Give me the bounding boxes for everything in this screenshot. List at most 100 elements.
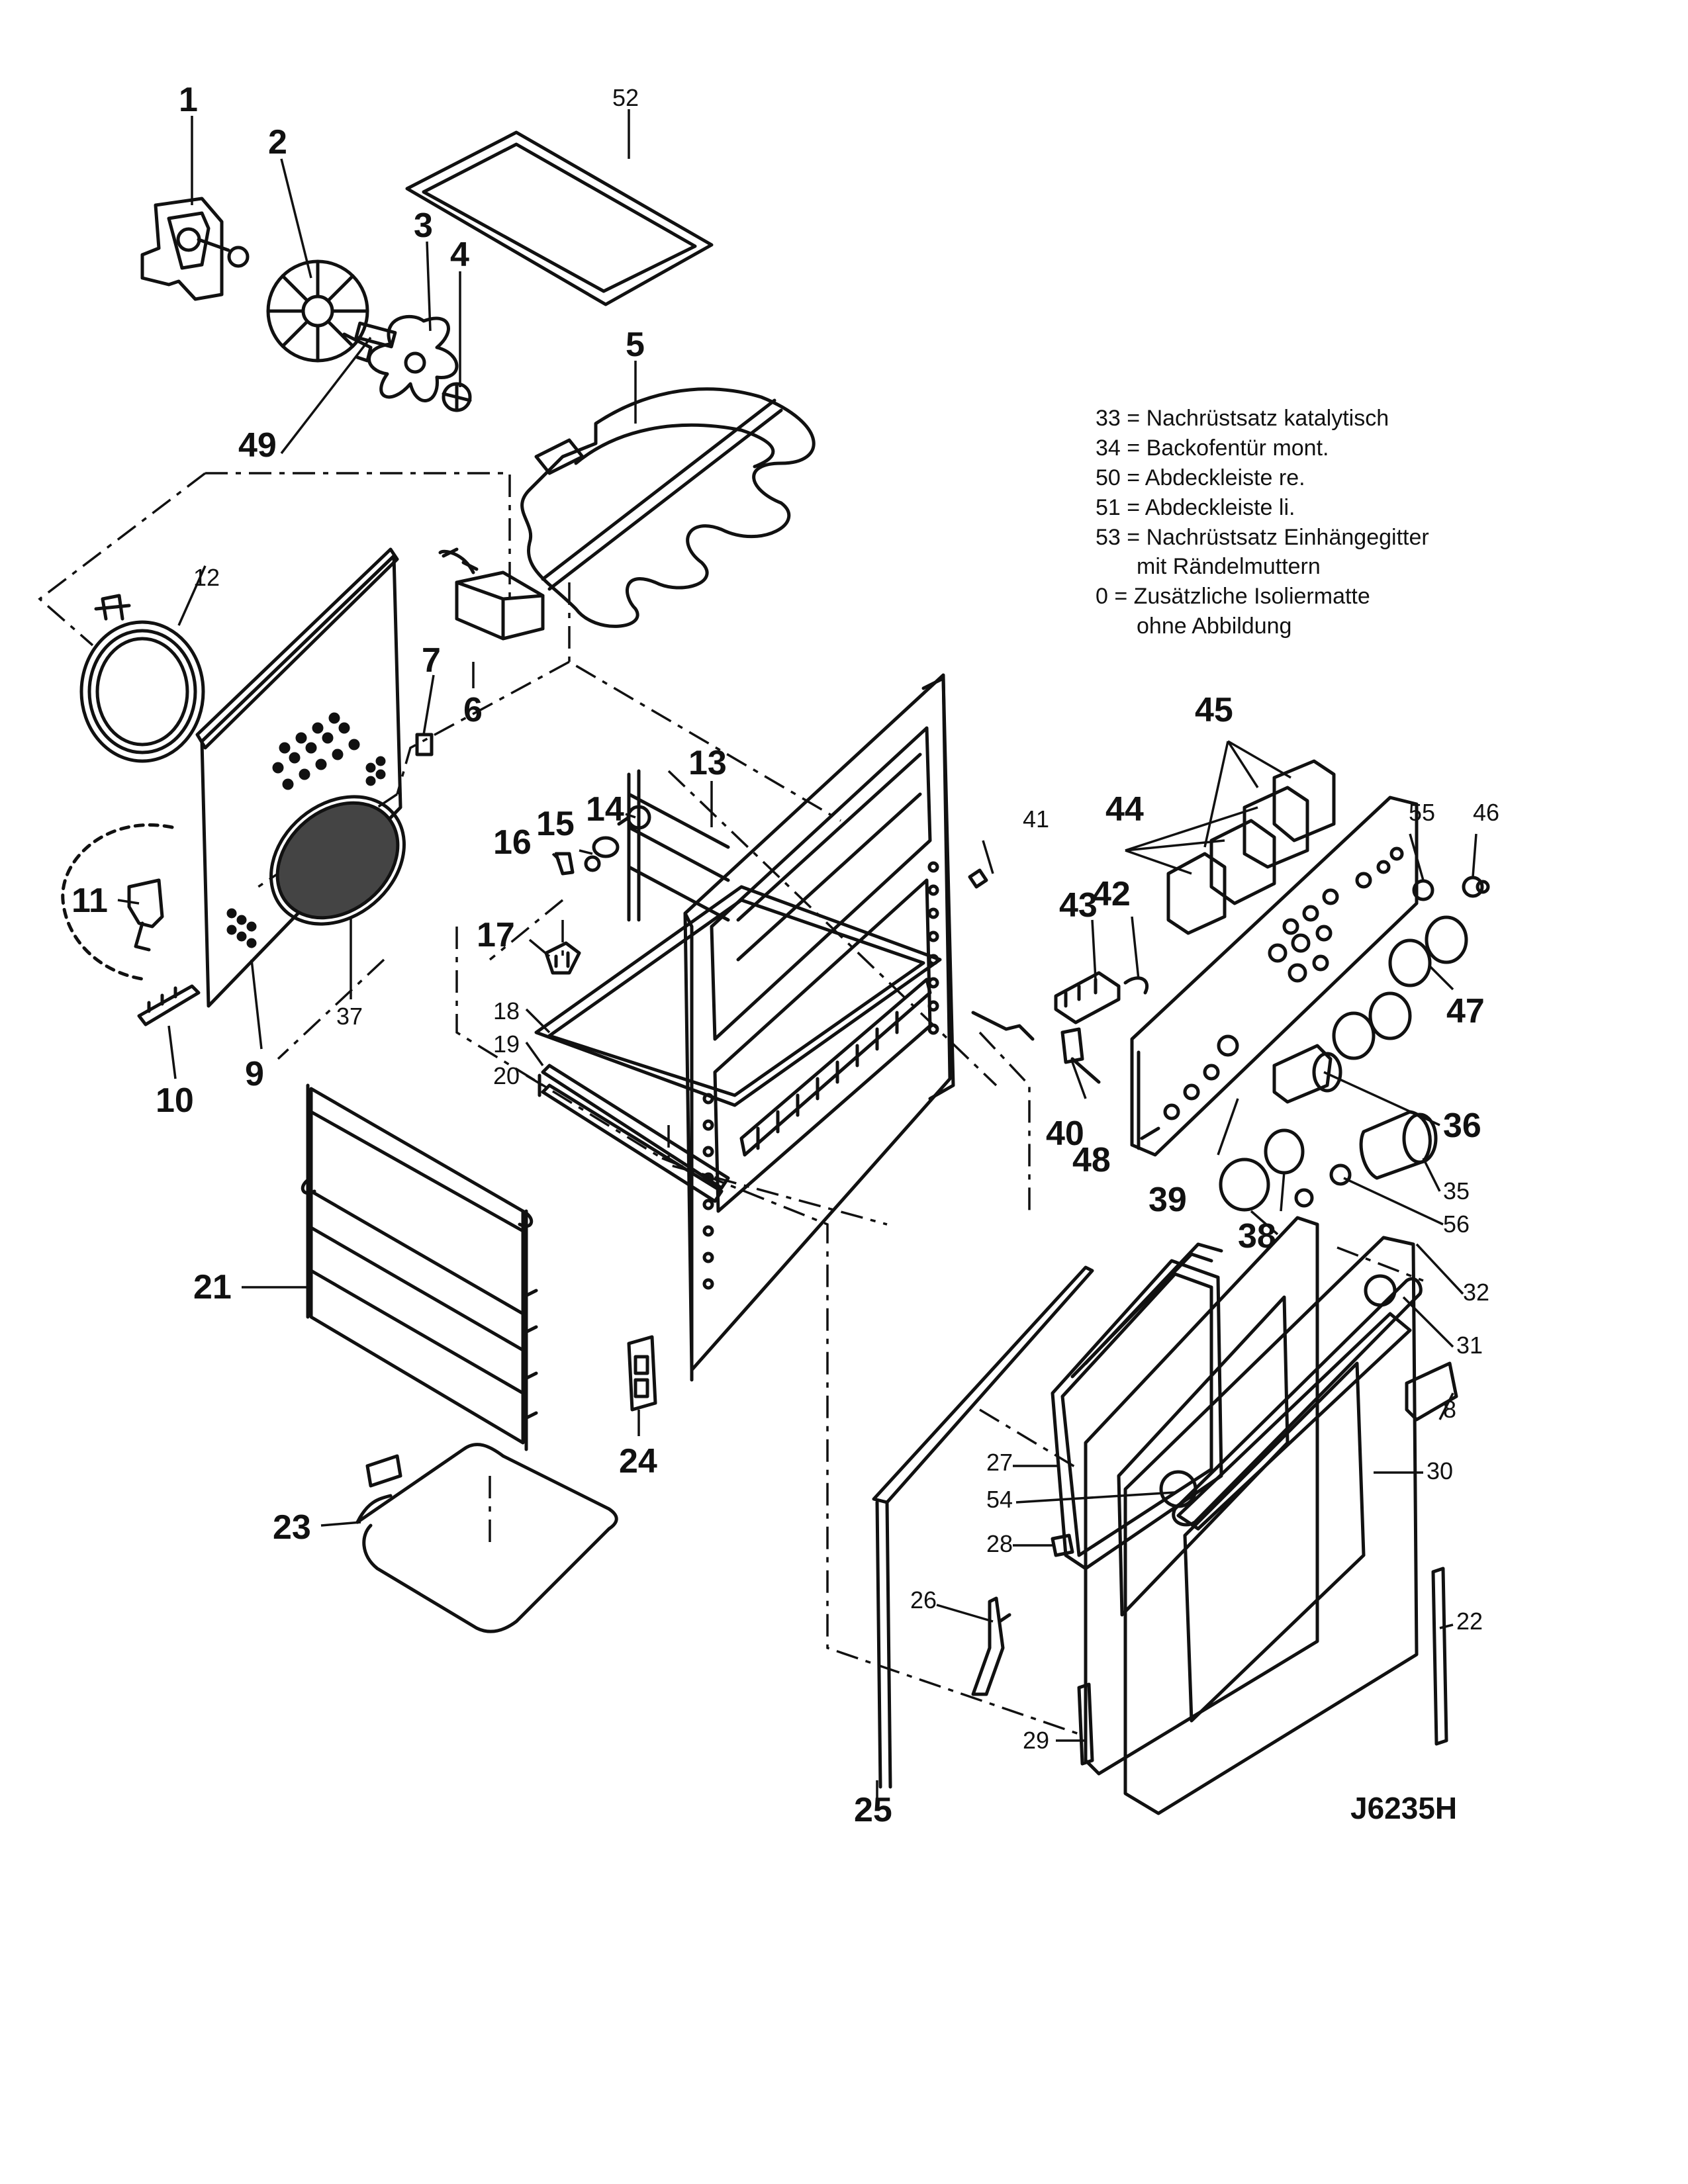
sensor-box	[438, 547, 545, 641]
side-shelf-rack	[301, 1083, 538, 1451]
callout-38: 38	[1238, 1217, 1276, 1255]
timer-spindle	[1272, 1044, 1342, 1104]
callout-1: 1	[179, 81, 198, 119]
callout-19: 19	[493, 1030, 520, 1058]
callout-13: 13	[688, 744, 727, 782]
baking-tray	[534, 885, 942, 1107]
parts-legend: 33 = Nachrüstsatz katalytisch 34 = Backo…	[1096, 404, 1572, 641]
handle-end-cap	[1405, 1361, 1458, 1422]
bottom-heating-element	[355, 1443, 618, 1633]
callout-5: 5	[626, 326, 645, 364]
terminal-strip	[137, 984, 201, 1026]
callout-27: 27	[986, 1449, 1013, 1476]
fan-nut	[442, 382, 472, 412]
legend-row: 51 = Abdeckleiste li.	[1096, 494, 1295, 520]
callout-3: 3	[414, 206, 433, 245]
callout-45: 45	[1195, 691, 1233, 729]
callout-54: 54	[986, 1486, 1013, 1513]
motor-bracket	[140, 197, 250, 301]
callout-26: 26	[910, 1586, 937, 1614]
callout-11: 11	[71, 882, 108, 920]
small-clip	[415, 733, 434, 756]
thermostat-capillary-bulb	[1123, 976, 1149, 995]
callout-31: 31	[1456, 1332, 1483, 1359]
callout-16: 16	[493, 823, 532, 862]
callout-25: 25	[854, 1791, 892, 1829]
legend-row: 53 = Nachrüstsatz Einhängegitter	[1096, 524, 1429, 550]
grill-heating-element	[520, 387, 816, 628]
callout-36: 36	[1443, 1107, 1481, 1145]
inner-door-glass-frame	[872, 1265, 1094, 1789]
door-glass-clip	[1051, 1533, 1074, 1557]
oven-side-frame	[702, 676, 955, 1290]
callout-22: 22	[1456, 1608, 1483, 1635]
legend-row: 34 = Backofentür mont.	[1096, 435, 1329, 461]
callout-numbers: 1 2 3 4 52 5 49 12 6 7 11 9 10 37 13 14 …	[71, 81, 1499, 1829]
knob-spring-ring	[1329, 1163, 1352, 1186]
callout-14: 14	[586, 790, 624, 829]
motor-shaft	[354, 321, 397, 349]
callout-15: 15	[536, 805, 575, 843]
callout-56: 56	[1443, 1210, 1470, 1238]
side-frame-holes	[702, 861, 939, 1290]
oven-cavity-front-frame	[683, 673, 952, 1382]
door-seal-strip	[1431, 1567, 1448, 1746]
callout-9: 9	[245, 1055, 264, 1093]
thermostat-probe	[1060, 1027, 1101, 1084]
callout-49: 49	[238, 426, 277, 465]
legend-row: mit Rändelmuttern	[1137, 554, 1321, 580]
drip-pan	[538, 1064, 730, 1203]
callout-28: 28	[986, 1530, 1013, 1557]
callout-29: 29	[1023, 1727, 1049, 1754]
inner-cavity-rails	[627, 769, 730, 922]
callout-23: 23	[273, 1508, 311, 1547]
door-middle-panel	[1084, 1216, 1319, 1776]
callout-55: 55	[1409, 799, 1435, 826]
oven-lamp-holder	[617, 805, 651, 830]
lamp-knob	[1264, 1128, 1305, 1175]
callout-2: 2	[268, 123, 287, 161]
callout-40: 40	[1046, 1115, 1084, 1153]
rear-panel-perforation	[226, 712, 386, 948]
callout-32: 32	[1463, 1279, 1489, 1306]
fan-wheel	[266, 259, 373, 363]
hinge-receiver	[627, 1335, 657, 1412]
selector-switches	[1166, 759, 1336, 935]
mounting-clip	[544, 941, 581, 975]
door-handle	[1172, 1277, 1423, 1527]
rear-panel	[195, 547, 402, 1008]
knob-bush	[1294, 1188, 1314, 1208]
legend-row: ohne Abbildung	[1137, 614, 1292, 639]
spacer-bolt	[968, 868, 988, 889]
terminal-block	[1054, 971, 1121, 1024]
legend-row: 33 = Nachrüstsatz katalytisch	[1096, 406, 1389, 431]
callout-21: 21	[193, 1268, 232, 1306]
callout-42: 42	[1092, 875, 1131, 913]
callout-48: 48	[1072, 1141, 1111, 1179]
callout-39: 39	[1149, 1181, 1187, 1219]
callout-12: 12	[193, 564, 220, 591]
callout-7: 7	[422, 641, 441, 680]
control-knobs	[1332, 915, 1468, 1060]
panel-small-grommet	[1462, 876, 1490, 898]
callout-44: 44	[1105, 790, 1144, 829]
callout-35: 35	[1443, 1177, 1470, 1205]
timer-knob	[1359, 1110, 1438, 1180]
control-panel-holes	[1163, 846, 1404, 1120]
callout-41: 41	[1023, 805, 1049, 833]
callout-leader-lines	[117, 109, 1477, 1800]
thermostat-rod	[971, 1011, 1035, 1041]
door-side-profile	[1077, 1682, 1094, 1766]
circular-heating-element	[79, 594, 205, 763]
callout-52: 52	[612, 84, 639, 111]
callout-8: 8	[1443, 1396, 1456, 1423]
callout-10: 10	[156, 1081, 194, 1120]
drawing-code: J6235H	[1350, 1791, 1458, 1825]
top-seal-frame	[405, 130, 714, 306]
oven-lamp-bulb	[592, 836, 620, 858]
callout-20: 20	[493, 1062, 520, 1089]
thermal-cutout	[61, 823, 174, 981]
callout-30: 30	[1427, 1457, 1453, 1484]
signal-lamp-lens	[1219, 1158, 1270, 1212]
mesh-grease-filter	[269, 795, 406, 926]
